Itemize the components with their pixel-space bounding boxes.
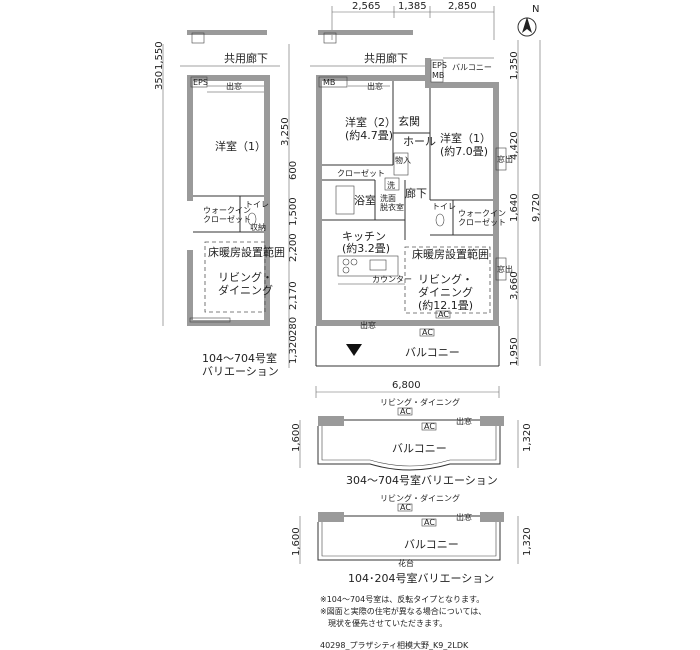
- left-eps-label: EPS: [193, 78, 208, 87]
- genkan-label: 玄関: [398, 114, 420, 128]
- north-arrow-icon: N: [517, 4, 539, 37]
- main-mb2-label: MB: [432, 71, 444, 80]
- left-caption-2: バリエーション: [202, 365, 279, 378]
- kitchen-size: (約3.2畳): [342, 241, 390, 255]
- footer-code: 40298_プラザシティ相模大野_K9_2LDK: [320, 640, 469, 650]
- note-1: ※104～704号室は、反転タイプとなります。: [320, 594, 484, 604]
- left-dim-1500: 1,500: [288, 197, 299, 226]
- right-dim-1950: 1,950: [509, 337, 520, 366]
- var104-bay: 出窓: [456, 512, 472, 522]
- main-eps-label: EPS: [432, 61, 447, 70]
- room1-label: 洋室（1）: [440, 131, 491, 145]
- main-floorheat-label: 床暖房設置範囲: [412, 247, 489, 261]
- balcony-arrow-icon: [346, 344, 362, 356]
- var304-ac2: AC: [424, 422, 435, 431]
- stove-icon: [342, 258, 350, 266]
- var104-caption: 104･204号室バリエーション: [348, 571, 494, 585]
- left-caption-1: 104～704号室: [202, 351, 277, 365]
- counter-label: カウンター: [372, 275, 412, 284]
- left-variation-plan: 共用廊下 EPS 出窓 洋室（1） ウォークイン クローゼット トイレ 収納 床…: [154, 30, 299, 378]
- var304-bay: 出窓: [456, 416, 472, 426]
- left-dim-1550: 1,550: [154, 41, 165, 70]
- var104-ac1: AC: [400, 503, 411, 512]
- right-dim-3660: 3,660: [509, 271, 520, 300]
- main-living-label-1: リビング・: [418, 272, 473, 286]
- top-dimension-line: 2,565 1,385 2,850: [331, 1, 495, 40]
- main-balcony-top-label: バルコニー: [452, 63, 492, 72]
- main-toilet-label: トイレ: [432, 202, 456, 211]
- storage-label: 物入: [395, 155, 411, 165]
- washroom-label-2: 脱衣室: [380, 202, 404, 212]
- balcony-ac-label: AC: [422, 328, 433, 337]
- note-3: 現状を優先させていただきます。: [320, 618, 447, 628]
- width-dim: 6,800: [392, 380, 421, 391]
- living-window-label: 窓出: [497, 264, 513, 274]
- var104-title: リビング・ダイニング: [380, 493, 460, 503]
- left-dim-600: 600: [288, 161, 299, 180]
- variation-104-plan: リビング・ダイニング AC AC 出窓 バルコニー 花台 1,600 1,320…: [291, 493, 533, 585]
- hallway-label: 廊下: [405, 186, 427, 200]
- left-room-label: 洋室（1）: [215, 139, 266, 153]
- main-mb-label: MB: [323, 78, 335, 87]
- var304-balcony: バルコニー: [392, 442, 447, 455]
- variation-304-plan: リビング・ダイニング AC AC 出窓 バルコニー 1,600 1,320 30…: [291, 397, 533, 487]
- main-toilet-icon: [435, 213, 445, 227]
- main-bay-label: 出窓: [360, 320, 376, 330]
- left-dim-350: 350: [154, 71, 165, 90]
- left-toilet-label: トイレ: [245, 200, 269, 209]
- left-wic-label-1: ウォークイン: [203, 206, 251, 215]
- top-dim-1: 2,565: [352, 1, 381, 12]
- main-ac-label: AC: [438, 310, 449, 319]
- left-floorheat-label: 床暖房設置範囲: [208, 245, 285, 259]
- right-dim-1640: 1,640: [509, 193, 520, 222]
- var304-dim-1320: 1,320: [522, 423, 533, 452]
- left-living-label-1: リビング・: [218, 270, 273, 284]
- room1-size: (約7.0畳): [440, 144, 488, 158]
- main-wic-label-1: ウォークイン: [458, 209, 506, 218]
- main-balcony-label: バルコニー: [405, 346, 460, 359]
- left-toilet-icon: [247, 212, 257, 226]
- top-dim-2: 1,385: [398, 1, 427, 12]
- washroom-label-1: 洗面: [380, 193, 396, 203]
- left-wic-label-2: クローゼット: [203, 214, 251, 224]
- room1-window-label: 窓出: [497, 154, 513, 164]
- hall-label: ホール: [403, 135, 436, 148]
- var304-ac1: AC: [400, 407, 411, 416]
- main-plan: 共用廊下 MB EPS MB バルコニー 出窓 洋室（2） (約4.7畳) 玄関…: [310, 30, 542, 398]
- var104-flower: 花台: [398, 558, 414, 568]
- right-dim-1350: 1,350: [509, 51, 520, 80]
- var104-balcony: バルコニー: [404, 538, 459, 551]
- left-dim-2170: 2,170: [288, 281, 299, 310]
- top-dim-3: 2,850: [448, 1, 477, 12]
- left-dim-2200: 2,200: [288, 233, 299, 262]
- left-corridor-label: 共用廊下: [224, 51, 268, 65]
- room2-size: (約4.7畳): [345, 128, 393, 142]
- closet-label: クローゼット: [337, 168, 385, 178]
- main-living-size: (約12.1畳): [418, 298, 473, 312]
- right-dim-9720: 9,720: [531, 193, 542, 222]
- bath-label: 浴室: [354, 193, 376, 207]
- left-dim-1320: 1,320: [288, 335, 299, 364]
- var104-dim-1600: 1,600: [291, 527, 302, 556]
- main-corridor-label: 共用廊下: [364, 51, 408, 65]
- main-living-label-2: ダイニング: [418, 285, 473, 299]
- north-label: N: [532, 4, 539, 15]
- kitchen-label: キッチン: [342, 230, 386, 243]
- left-dim-280: 280: [288, 317, 299, 336]
- left-storage-label: 収納: [250, 222, 266, 232]
- right-dim-4420: 4,420: [509, 131, 520, 160]
- room2-label: 洋室（2）: [345, 115, 396, 129]
- note-2: ※図面と実際の住宅が異なる場合については、: [320, 606, 486, 616]
- var304-title: リビング・ダイニング: [380, 397, 460, 407]
- main-wic-label-2: クローゼット: [458, 217, 506, 227]
- left-living-label-2: ダイニング: [218, 283, 273, 297]
- wash-label: 洗: [387, 180, 395, 190]
- notes: ※104～704号室は、反転タイプとなります。 ※図面と実際の住宅が異なる場合に…: [320, 594, 486, 628]
- var104-ac2: AC: [424, 518, 435, 527]
- var304-dim-1600: 1,600: [291, 423, 302, 452]
- var304-caption: 304～704号室バリエーション: [346, 473, 498, 487]
- var104-dim-1320: 1,320: [522, 527, 533, 556]
- left-dim-3250: 3,250: [280, 117, 291, 146]
